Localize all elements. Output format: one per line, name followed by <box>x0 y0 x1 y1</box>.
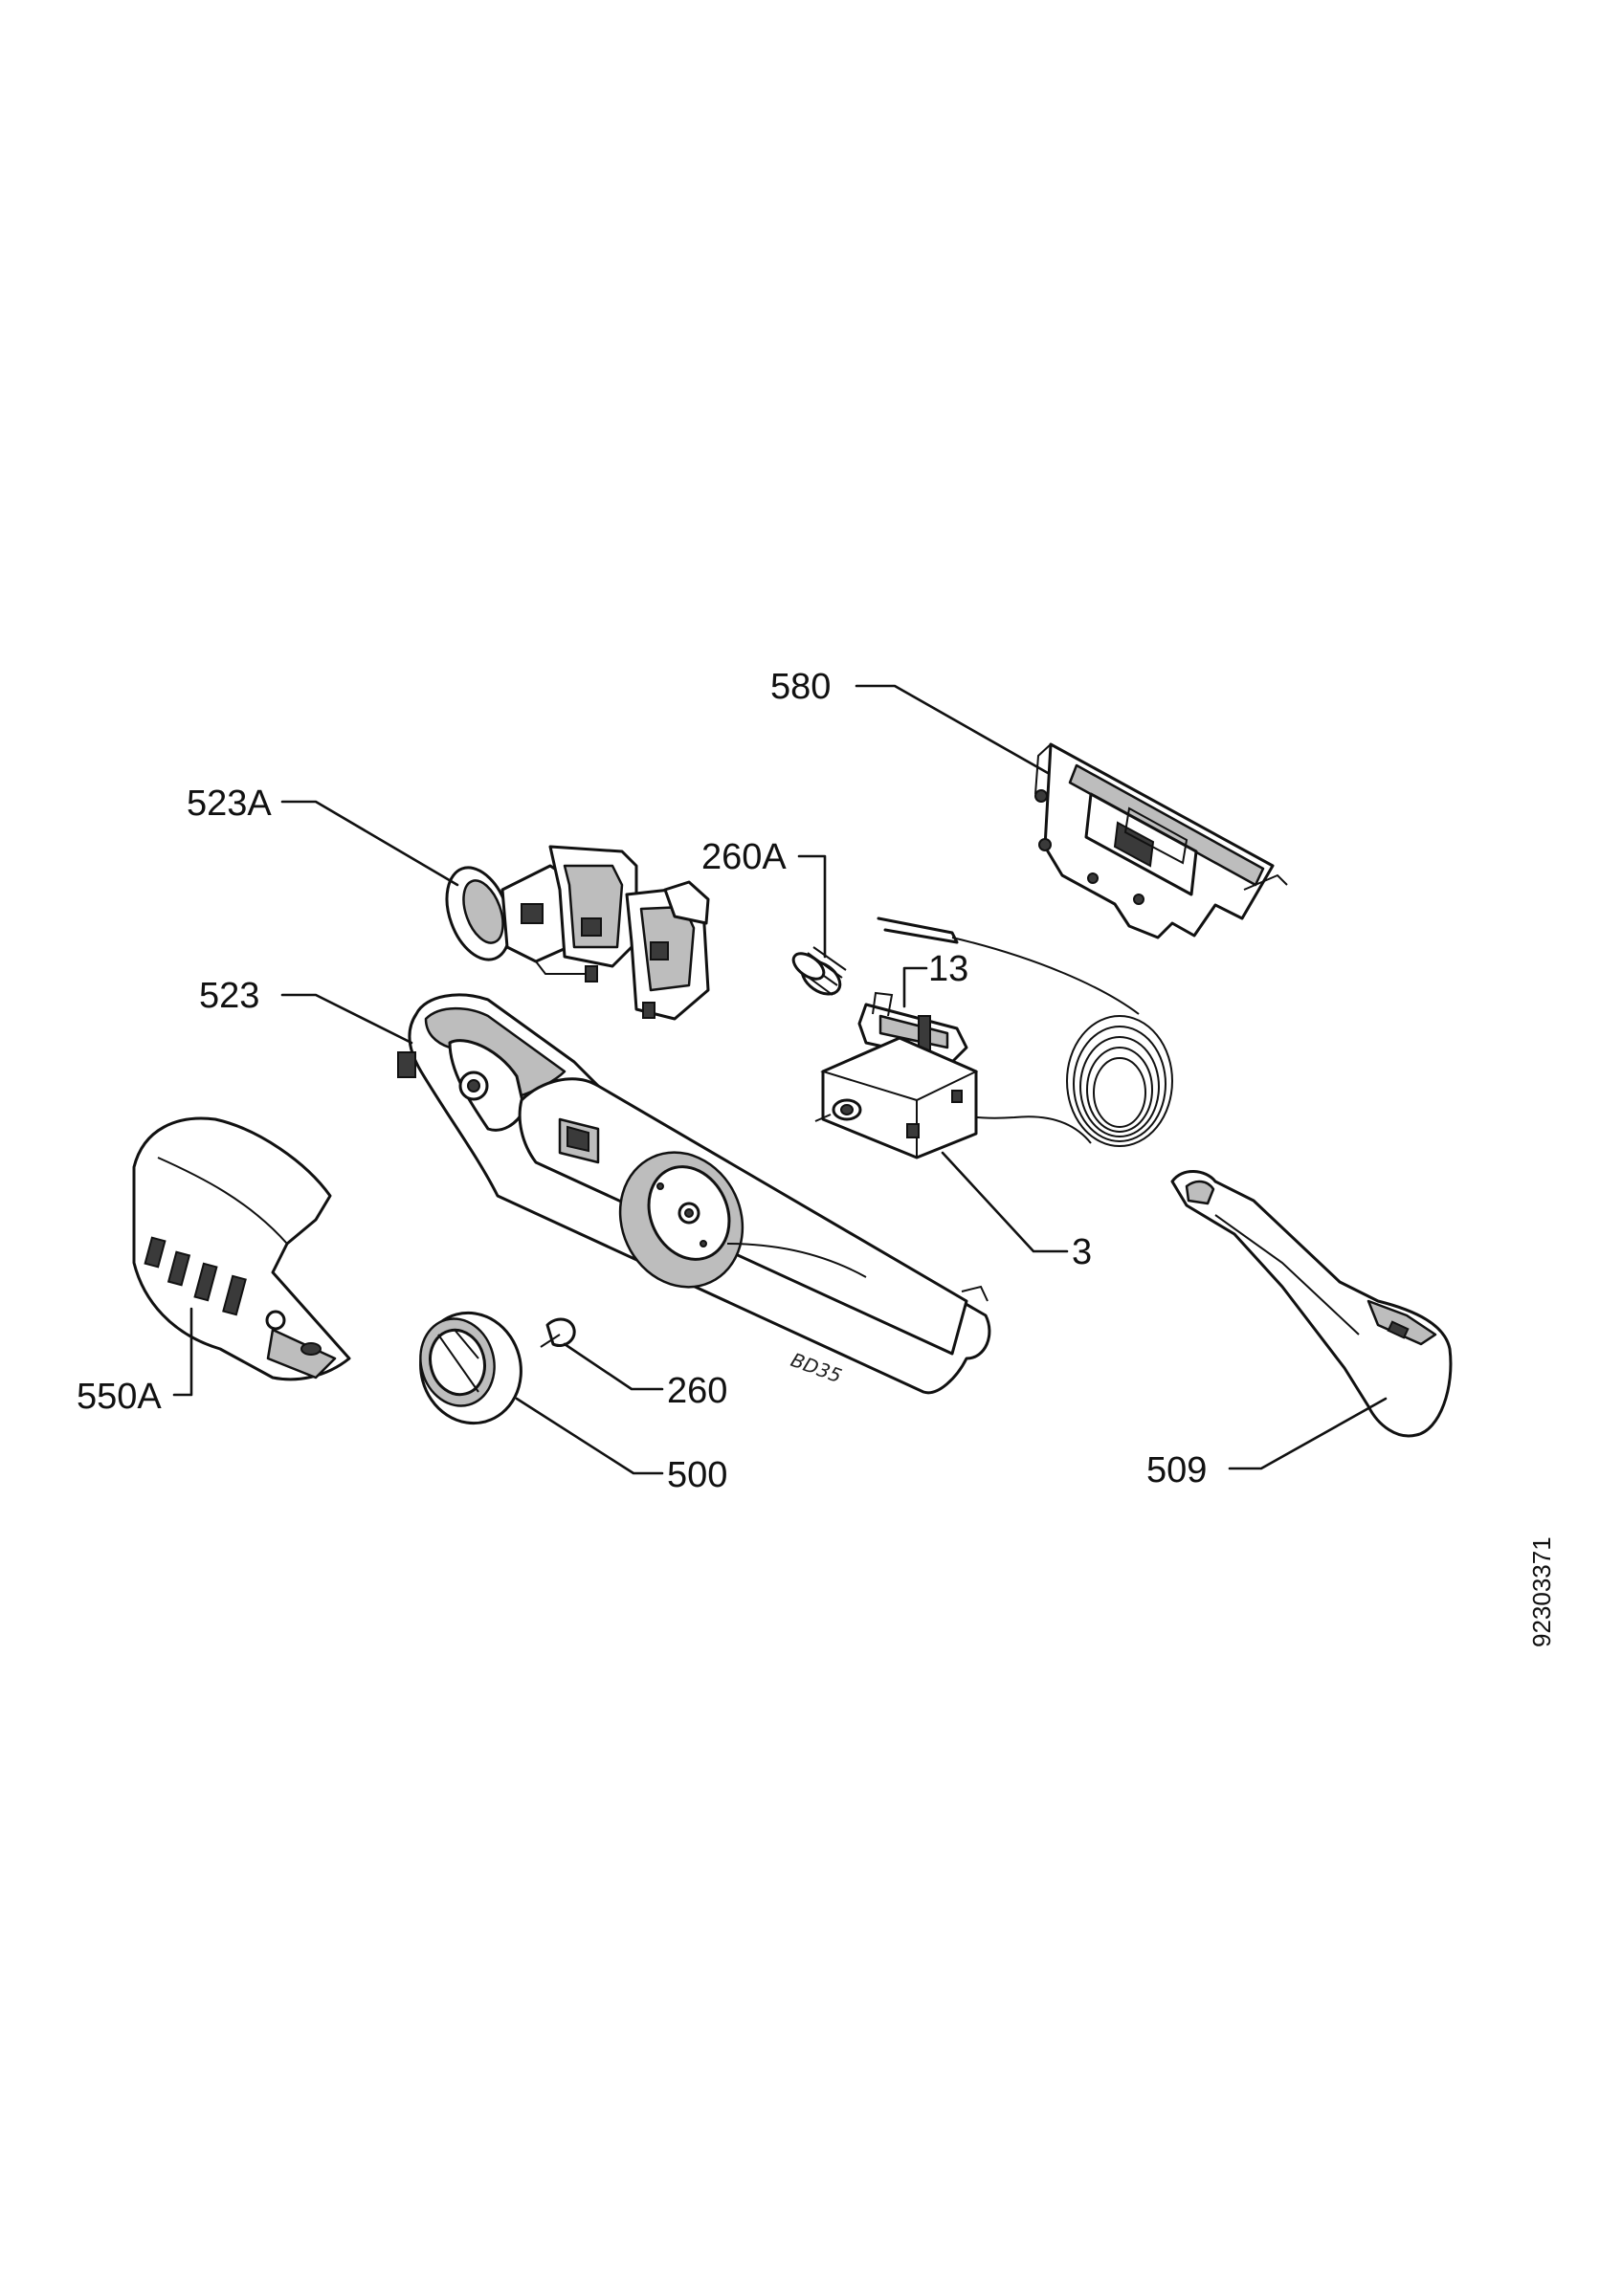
label-260A: 260A <box>701 837 787 877</box>
label-13: 13 <box>928 949 968 989</box>
leader-3 <box>941 1151 1069 1253</box>
part-500-knob <box>419 1311 522 1425</box>
label-580: 580 <box>770 667 831 707</box>
part-13-holder <box>857 991 968 1064</box>
part-3-thermostat <box>814 916 1173 1159</box>
part-523-housing: BD35 <box>397 993 991 1395</box>
leader-lines <box>172 684 1388 1475</box>
part-550A-cover <box>132 1116 351 1381</box>
part-580-bracket <box>1034 742 1288 939</box>
label-523: 523 <box>199 976 259 1016</box>
leader-260A <box>797 854 827 959</box>
handwritten-mark: BD35 <box>788 1348 844 1387</box>
label-509: 509 <box>1146 1450 1207 1490</box>
label-3: 3 <box>1072 1232 1092 1272</box>
part-523A-switch-assembly <box>445 845 710 1021</box>
leader-580 <box>855 684 1050 775</box>
document-number: 92303371 <box>1527 1536 1556 1647</box>
leader-509 <box>1228 1397 1388 1470</box>
callout-labels: 580 523A 260A 13 523 3 550A 260 500 509 <box>77 667 1207 1495</box>
part-260A-spring <box>791 946 847 996</box>
leader-500 <box>515 1397 664 1475</box>
part-260-clip <box>540 1317 576 1348</box>
leader-550A <box>172 1307 193 1397</box>
leader-260 <box>563 1342 664 1391</box>
leader-523 <box>280 993 413 1045</box>
label-550A: 550A <box>77 1377 162 1417</box>
label-500: 500 <box>667 1455 727 1495</box>
leader-523A <box>280 800 459 887</box>
label-523A: 523A <box>187 784 272 824</box>
label-260: 260 <box>667 1371 727 1411</box>
part-509-lever <box>1170 1170 1453 1438</box>
leader-13 <box>902 966 928 1008</box>
